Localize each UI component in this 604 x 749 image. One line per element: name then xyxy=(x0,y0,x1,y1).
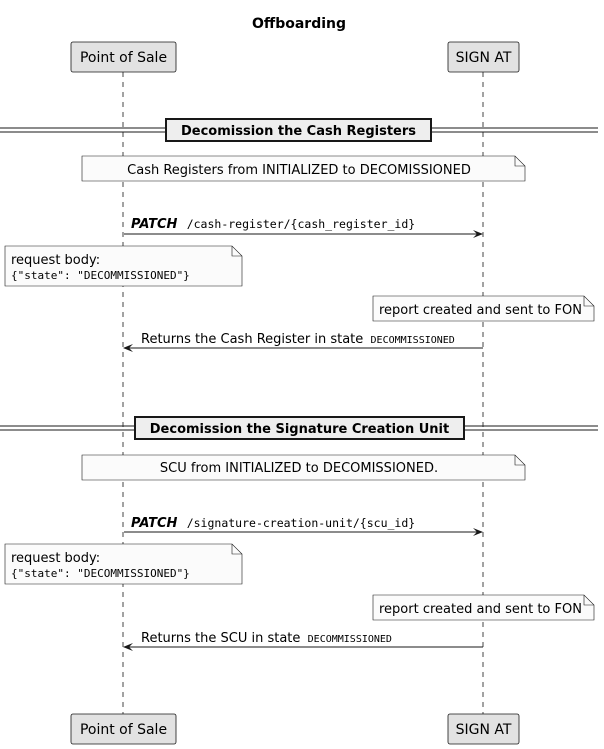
divider-label: Decomission the Cash Registers xyxy=(181,124,416,139)
section-divider: Decomission the Cash Registers xyxy=(0,118,598,142)
participant-label: Point of Sale xyxy=(80,722,167,738)
response-message: Returns the Cash Register in state DECOM… xyxy=(123,331,483,352)
state-note: SCU from INITIALIZED to DECOMISSIONED. xyxy=(81,454,526,481)
note-json: {"state": "DECOMMISSIONED"} xyxy=(11,269,190,282)
request-message: PATCH /cash-register/{cash_register_id} xyxy=(124,216,483,238)
section-divider: Decomission the Signature Creation Unit xyxy=(0,416,598,440)
svg-text:PATCH /cash-register/{ca: PATCH /cash-register/{cash_register_id} xyxy=(131,216,415,232)
participant-sign-at-top: SIGN AT xyxy=(447,41,520,73)
diagram-title: Offboarding xyxy=(252,16,346,32)
participant-label: SIGN AT xyxy=(456,722,512,738)
response-text: Returns the SCU in state xyxy=(141,631,300,646)
report-note: report created and sent to FON xyxy=(372,594,595,621)
participant-label: Point of Sale xyxy=(80,50,167,66)
note-text: SCU from INITIALIZED to DECOMISSIONED. xyxy=(160,461,438,476)
request-body-note: request body: {"state": "DECOMMISSIONED"… xyxy=(4,543,243,585)
participant-point-of-sale-top: Point of Sale xyxy=(70,41,177,73)
endpoint-path: /signature-creation-unit/{scu_id} xyxy=(187,516,415,530)
response-text: Returns the Cash Register in state xyxy=(141,332,363,347)
divider-label: Decomission the Signature Creation Unit xyxy=(150,422,449,437)
http-method: PATCH xyxy=(131,217,178,232)
response-state: DECOMMISSIONED xyxy=(308,634,392,645)
participant-point-of-sale-bottom: Point of Sale xyxy=(70,713,177,745)
note-json: {"state": "DECOMMISSIONED"} xyxy=(11,567,190,580)
note-text: report created and sent to FON xyxy=(379,602,582,617)
http-method: PATCH xyxy=(131,516,178,531)
response-message: Returns the SCU in state DECOMMISSIONED xyxy=(123,630,483,651)
svg-text:Returns the Cash Register in s: Returns the Cash Register in state DECOM… xyxy=(141,331,455,347)
participant-label: SIGN AT xyxy=(456,50,512,66)
svg-text:Returns the SCU in state: Returns the SCU in state DECOMMISSIONED xyxy=(141,630,392,646)
request-body-note: request body: {"state": "DECOMMISSIONED"… xyxy=(4,245,243,287)
response-state: DECOMMISSIONED xyxy=(371,335,455,346)
svg-text:PATCH /signature-creatio: PATCH /signature-creation-unit/{scu_id} xyxy=(131,515,415,531)
request-message: PATCH /signature-creation-unit/{scu_id} xyxy=(124,515,483,536)
note-text: Cash Registers from INITIALIZED to DECOM… xyxy=(127,163,471,178)
participant-sign-at-bottom: SIGN AT xyxy=(447,713,520,745)
note-label: request body: xyxy=(11,551,100,566)
note-label: request body: xyxy=(11,253,100,268)
report-note: report created and sent to FON xyxy=(372,295,595,322)
endpoint-path: /cash-register/{cash_register_id} xyxy=(187,217,415,231)
note-text: report created and sent to FON xyxy=(379,303,582,318)
state-note: Cash Registers from INITIALIZED to DECOM… xyxy=(81,155,526,182)
